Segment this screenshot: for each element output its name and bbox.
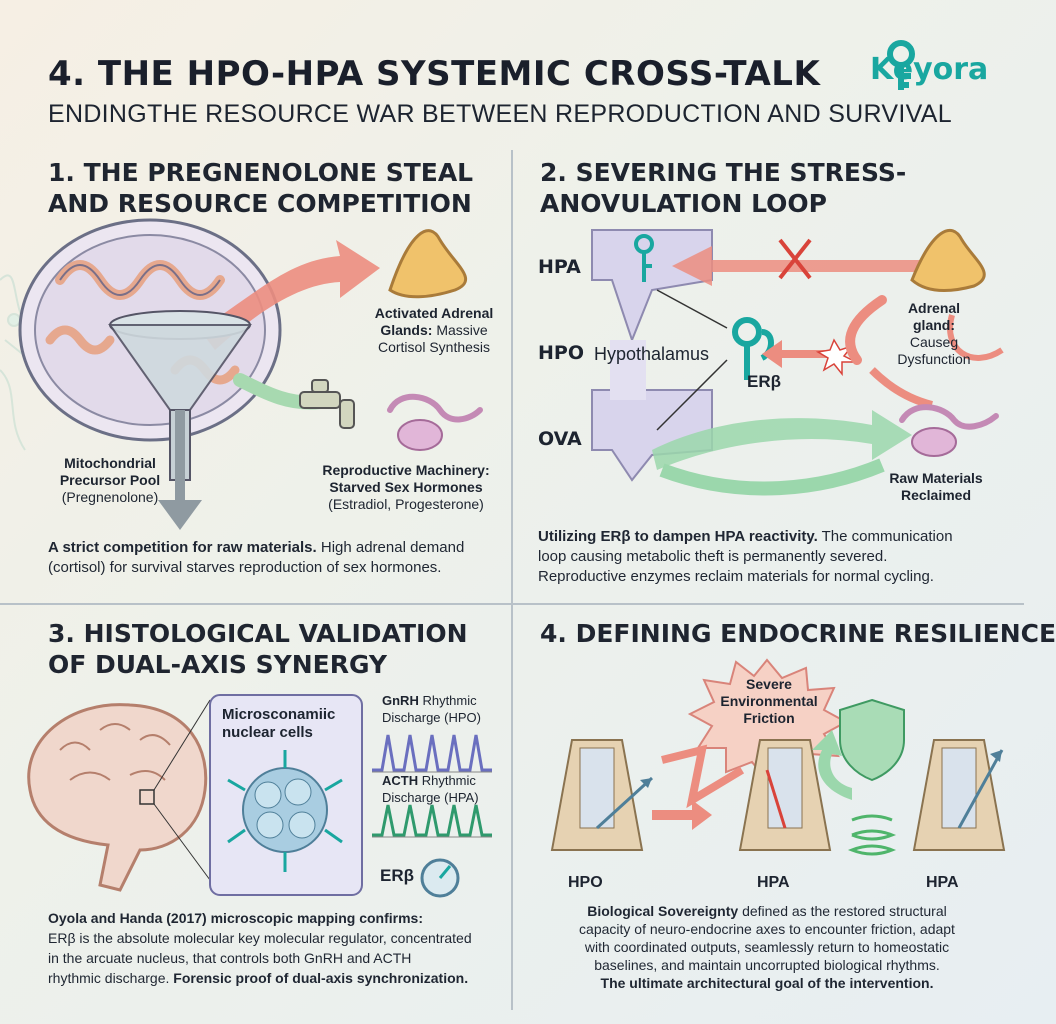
- label-hpo-left: HPO: [568, 874, 603, 891]
- hpa-axis-structure-icon: [591, 229, 713, 482]
- adrenal-label: Activated Adrenal Glands: Massive Cortis…: [374, 305, 494, 355]
- panel1-illustration: [0, 218, 483, 530]
- panel2-title: 2. SEVERING THE STRESS- ANOVULATION LOOP: [540, 158, 907, 218]
- label-hpa: HPA: [538, 256, 581, 278]
- friction-zigzag-arrow: [661, 744, 745, 809]
- acth-label: ACTH Rhythmic Discharge (HPA): [382, 773, 479, 805]
- friction-arrow-in: [652, 800, 712, 830]
- funnel-icon: [108, 310, 252, 530]
- nuclear-cells-icon: [227, 750, 343, 872]
- metronome-right-icon: [912, 739, 1006, 851]
- adrenal-gland-icon: [388, 229, 468, 299]
- brain-icon: [27, 699, 211, 892]
- panel3-caption: Oyola and Handa (2017) microscopic mappi…: [48, 910, 472, 986]
- horizontal-divider: [0, 603, 1024, 605]
- key-logo-icon: [887, 40, 915, 90]
- panel4-title: 4. DEFINING ENDOCRINE RESILIENCE: [540, 619, 1056, 648]
- erb-dial-label: ERβ: [380, 866, 414, 885]
- friction-label: Severe Environmental Friction: [720, 676, 818, 726]
- erb-key-icon: [732, 317, 774, 380]
- adrenal-gland-icon-2: [910, 228, 986, 293]
- key-lock-icon: [634, 234, 654, 282]
- panel1-caption: A strict competition for raw materials. …: [48, 539, 465, 576]
- faucet-icon: [299, 379, 355, 429]
- panel2-illustration: [591, 228, 1004, 496]
- metronome-mid-icon: [738, 739, 832, 851]
- reclaim-arrow-1: [652, 410, 912, 470]
- panel4-illustration: [550, 658, 1006, 856]
- shield-icon: [839, 698, 905, 782]
- stress-signal-arrow: [762, 340, 842, 368]
- label-hypothalamus: Hypothalamus: [594, 344, 710, 364]
- label-ova: OVA: [538, 428, 582, 450]
- panel4-caption: Biological Sovereignty defined as the re…: [579, 903, 955, 991]
- panel3-illustration: [27, 694, 492, 898]
- panel2-caption: Utilizing ERβ to dampen HPA reactivity. …: [538, 528, 953, 585]
- label-hpo: HPO: [538, 342, 584, 364]
- ovary-icon-2: [899, 404, 999, 457]
- metronome-left-icon: [550, 739, 654, 851]
- label-hpa-mid: HPA: [757, 874, 790, 891]
- gnrh-waveform: [372, 734, 492, 772]
- reclaim-arrow-2: [659, 458, 885, 496]
- brand-logo-text: Keyora: [870, 52, 989, 87]
- vertical-divider: [511, 150, 513, 1010]
- gnrh-label: GnRH Rhythmic Discharge (HPO): [382, 693, 481, 725]
- label-erb: ERβ: [747, 372, 781, 391]
- ovary-icon: [387, 393, 483, 451]
- page-title: 4. THE HPO-HPA SYSTEMIC CROSS-TALK: [48, 54, 821, 94]
- precursor-pool-label: Mitochondrial Precursor Pool (Pregnenolo…: [59, 455, 161, 505]
- page-subtitle: ENDINGTHE RESOURCE WAR BETWEEN REPRODUCT…: [48, 100, 952, 128]
- label-hpa-right: HPA: [926, 874, 959, 891]
- panel1-title: 1. THE PREGNENOLONE STEAL AND RESOURCE C…: [48, 158, 474, 218]
- recovery-arrow: [812, 730, 852, 800]
- reproductive-label: Reproductive Machinery: Starved Sex Horm…: [322, 462, 490, 512]
- blocked-x-icon: [778, 238, 812, 280]
- regulator-dial-icon: [420, 858, 460, 898]
- adrenal-dysfunction-label: Adrenal gland: Causeg Dysfunction: [897, 300, 971, 367]
- raw-materials-label: Raw Materials Reclaimed: [889, 470, 983, 503]
- panel3-title: 3. HISTOLOGICAL VALIDATION OF DUAL-AXIS …: [48, 619, 468, 679]
- acth-waveform: [372, 804, 492, 837]
- spring-icon: [847, 814, 897, 856]
- microscopy-label: Microsconamiic nuclear cells: [222, 706, 336, 741]
